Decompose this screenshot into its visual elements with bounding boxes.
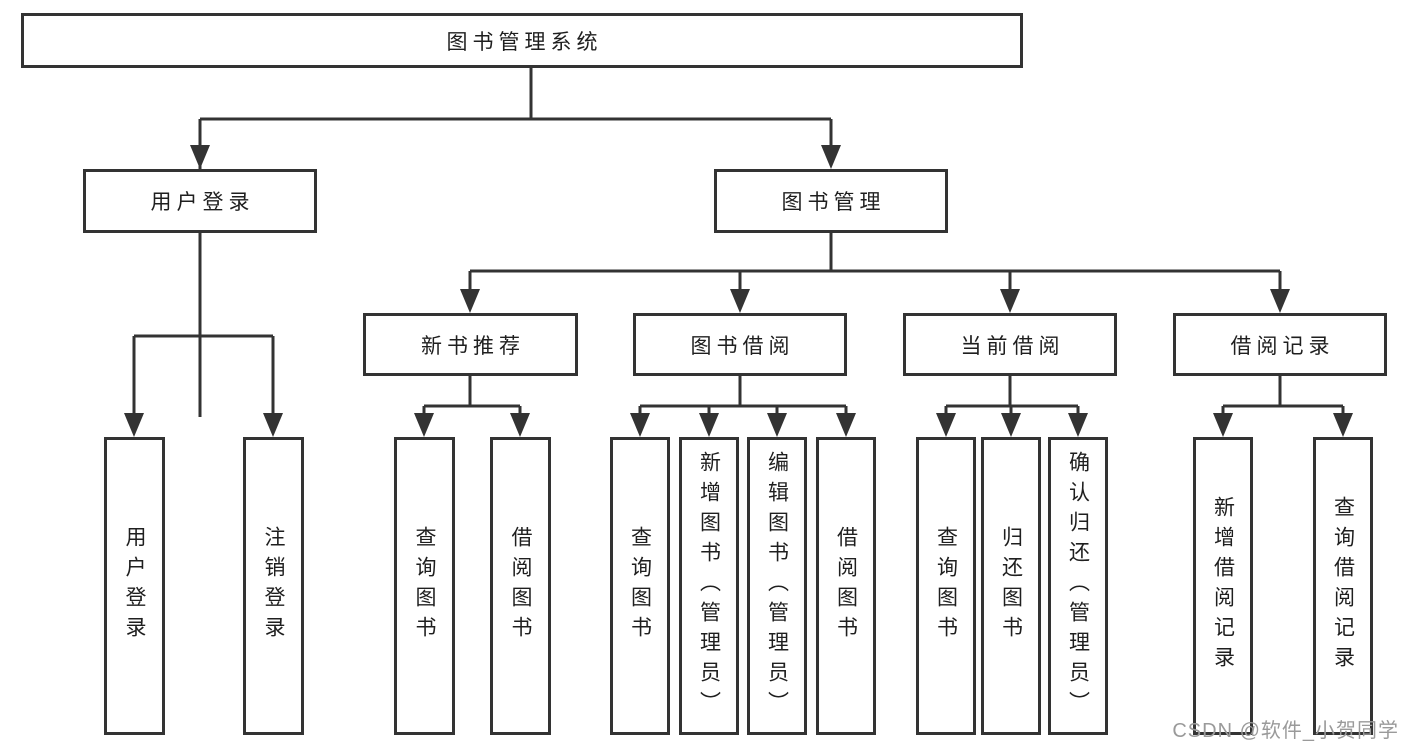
arrowhead <box>1000 289 1020 313</box>
node-label: 图书管理系统 <box>446 30 603 54</box>
connector-current-children <box>944 376 1080 417</box>
arrowhead <box>836 413 856 437</box>
leaf-add-books-admin: 新增图书（管理员） <box>679 437 739 735</box>
node-label: 当前借阅 <box>960 334 1065 358</box>
connector-root-to-level2 <box>198 68 833 417</box>
arrowhead <box>124 413 144 437</box>
leaf-query-books-recommend: 查询图书 <box>394 437 455 735</box>
arrowhead <box>936 413 956 437</box>
leaf-logout: 注销登录 <box>243 437 304 735</box>
node-label: 图书借阅 <box>690 334 795 358</box>
leaf-label: 查询借阅记录 <box>1331 496 1355 676</box>
leaf-return-books: 归还图书 <box>981 437 1041 735</box>
node-book-management-branch: 图书管理 <box>714 169 948 233</box>
connector-userlogin-children <box>132 233 275 417</box>
leaf-add-borrow-record: 新增借阅记录 <box>1193 437 1253 735</box>
arrowhead <box>510 413 530 437</box>
node-root-system: 图书管理系统 <box>21 13 1023 68</box>
node-label: 借阅记录 <box>1230 334 1335 358</box>
arrowhead <box>1001 413 1021 437</box>
connector-lines <box>132 68 1345 417</box>
leaf-label: 借阅图书 <box>509 526 532 646</box>
leaf-label: 编辑图书（管理员） <box>765 451 789 721</box>
arrowhead <box>414 413 434 437</box>
leaf-query-borrow-record: 查询借阅记录 <box>1313 437 1373 735</box>
arrowhead <box>190 145 210 169</box>
leaf-label: 查询图书 <box>413 526 436 646</box>
arrowhead <box>1270 289 1290 313</box>
node-new-book-recommend: 新书推荐 <box>363 313 578 376</box>
leaf-confirm-return-admin: 确认归还（管理员） <box>1048 437 1108 735</box>
csdn-watermark: CSDN @软件_小贺同学 <box>1172 720 1399 742</box>
arrowheads <box>124 145 1353 437</box>
leaf-label: 归还图书 <box>999 526 1023 646</box>
leaf-query-books-current: 查询图书 <box>916 437 976 735</box>
leaf-label: 新增借阅记录 <box>1211 496 1235 676</box>
leaf-label: 注销登录 <box>262 526 285 646</box>
leaf-borrow-books: 借阅图书 <box>816 437 876 735</box>
connector-newbook-children <box>422 376 522 417</box>
node-borrow-record: 借阅记录 <box>1173 313 1387 376</box>
node-label: 新书推荐 <box>421 334 525 358</box>
node-current-borrow: 当前借阅 <box>903 313 1117 376</box>
node-book-borrow: 图书借阅 <box>633 313 847 376</box>
arrowhead <box>263 413 283 437</box>
leaf-label: 查询图书 <box>628 526 652 646</box>
connector-bookmgmt-children <box>468 233 1282 293</box>
leaf-user-login: 用户登录 <box>104 437 165 735</box>
node-user-login-branch: 用户登录 <box>83 169 317 233</box>
leaf-label: 查询图书 <box>934 526 958 646</box>
node-label: 图书管理 <box>781 191 886 214</box>
leaf-label: 新增图书（管理员） <box>697 451 721 721</box>
leaf-label: 用户登录 <box>123 526 146 646</box>
arrowhead <box>767 413 787 437</box>
leaf-edit-books-admin: 编辑图书（管理员） <box>747 437 807 735</box>
leaf-borrow-books-recommend: 借阅图书 <box>490 437 551 735</box>
leaf-label: 确认归还（管理员） <box>1066 451 1090 721</box>
leaf-query-books-borrow: 查询图书 <box>610 437 670 735</box>
node-label: 用户登录 <box>150 191 255 214</box>
arrowhead <box>460 289 480 313</box>
connector-record-children <box>1221 376 1345 417</box>
connector-borrow-children <box>638 376 848 417</box>
arrowhead <box>821 145 841 169</box>
arrowhead <box>1213 413 1233 437</box>
arrowhead <box>699 413 719 437</box>
arrowhead <box>1068 413 1088 437</box>
arrowhead <box>1333 413 1353 437</box>
leaf-label: 借阅图书 <box>834 526 858 646</box>
arrowhead <box>730 289 750 313</box>
arrowhead <box>630 413 650 437</box>
